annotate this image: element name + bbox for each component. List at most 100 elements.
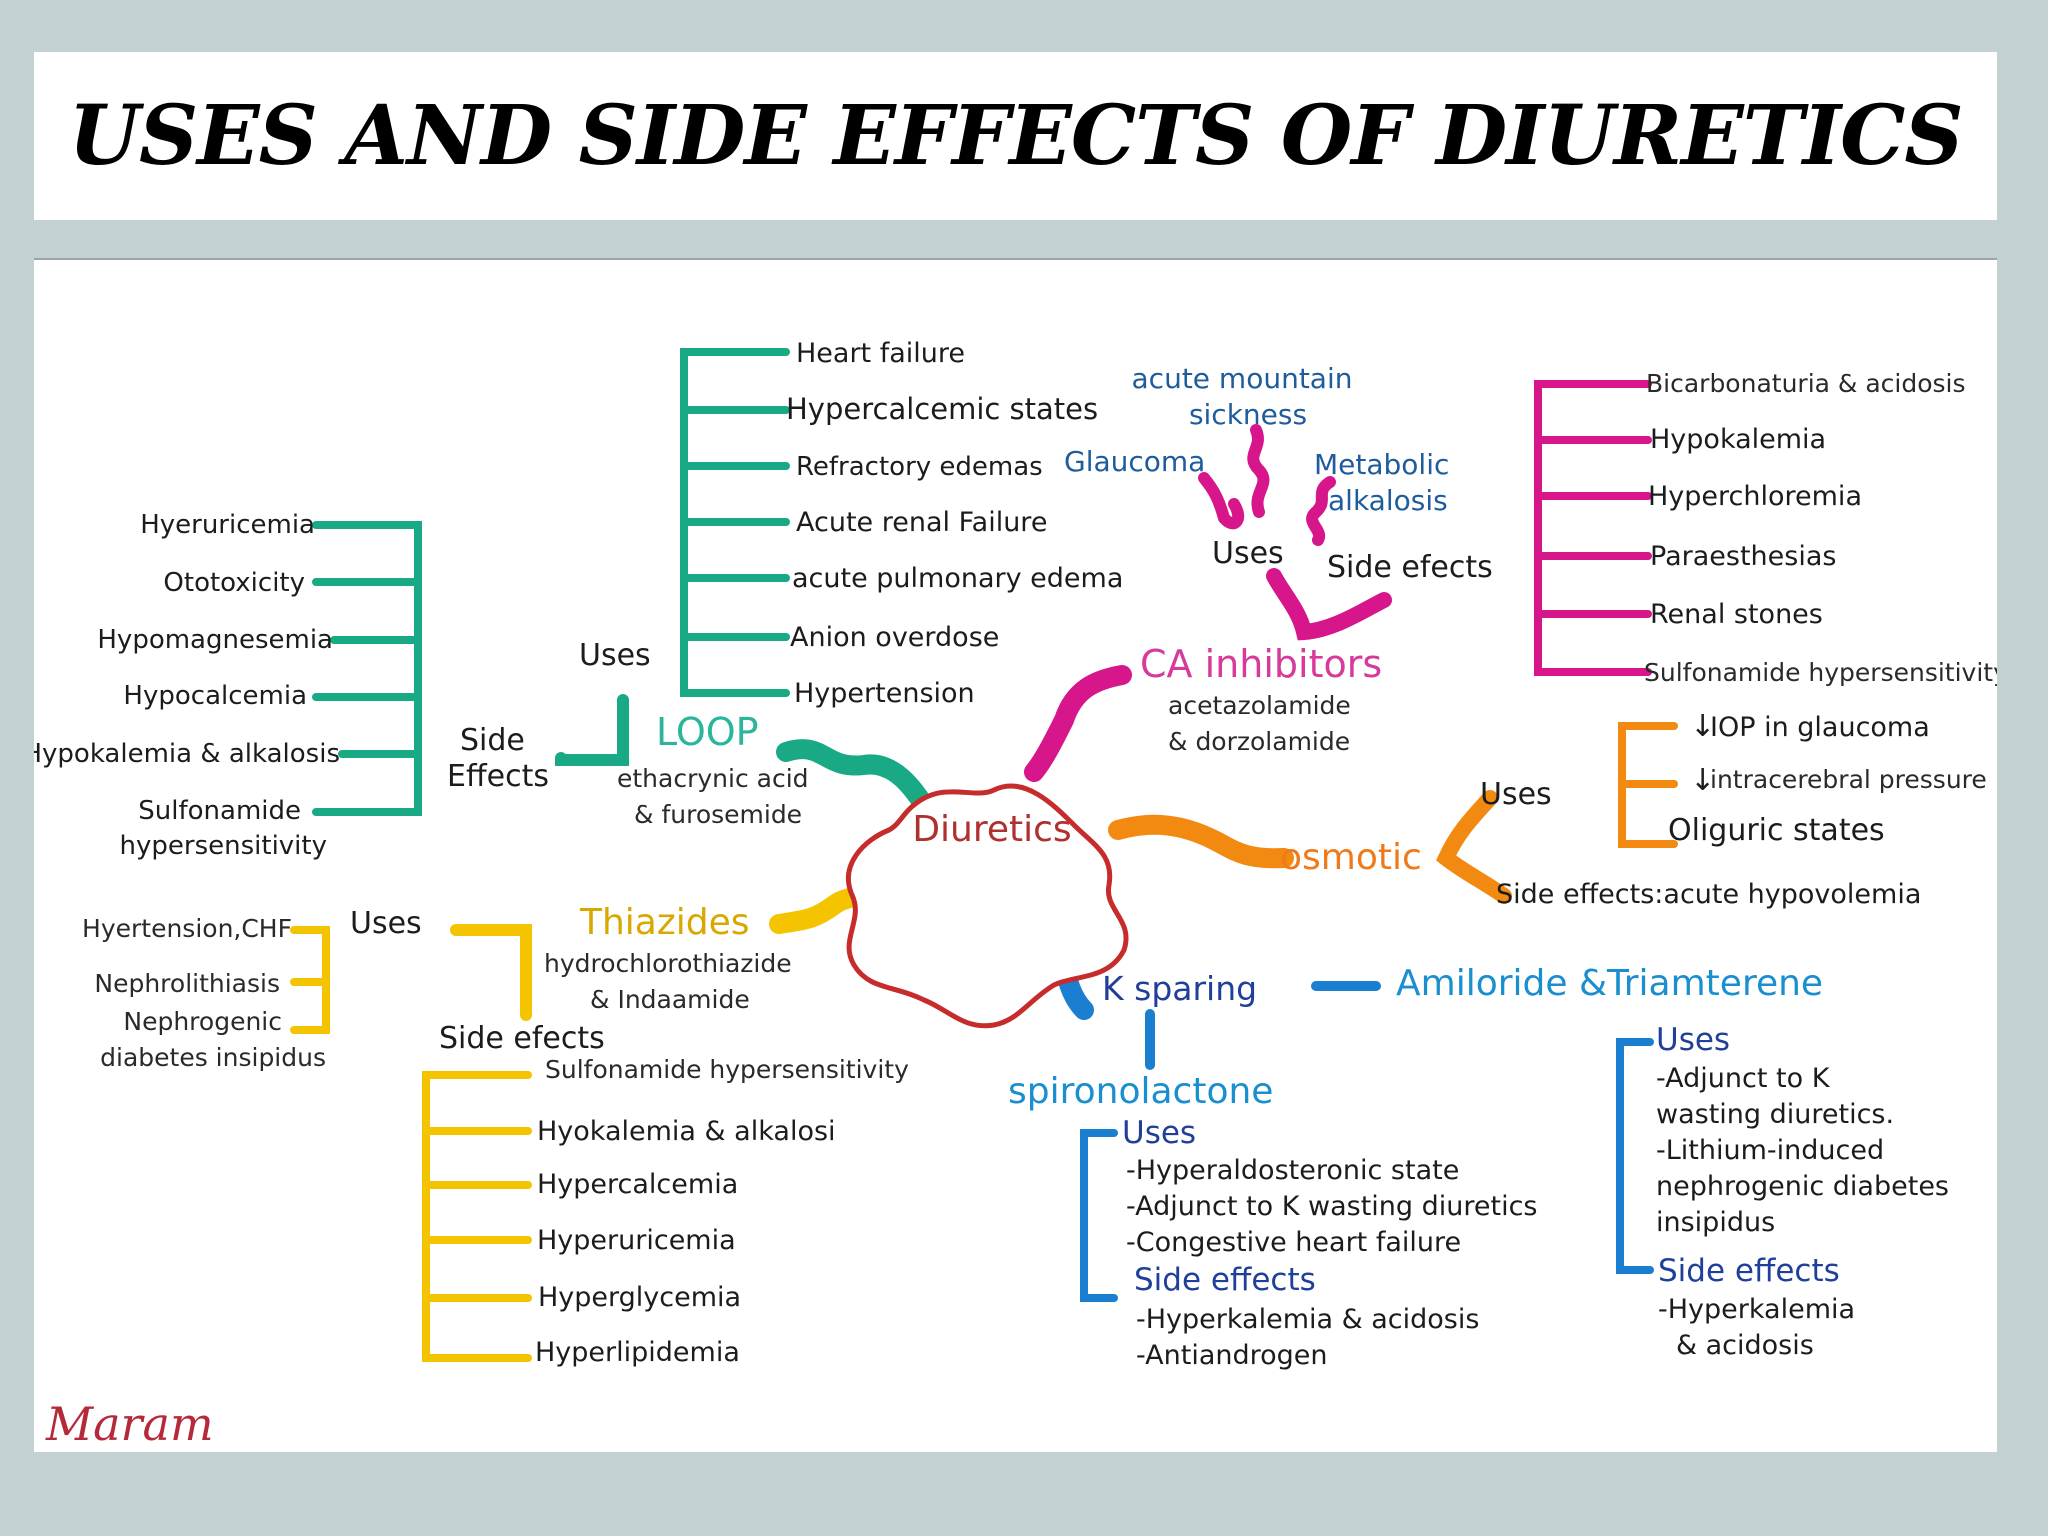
amiloride-use-4: nephrogenic diabetes <box>1656 1171 1949 1202</box>
spironolactone-side-2: -Antiandrogen <box>1136 1340 1328 1371</box>
loop-side-bracket <box>312 521 422 816</box>
thiazides-use-2: Nephrolithiasis <box>94 969 280 998</box>
ca-side-bracket <box>1534 380 1652 676</box>
loop-side-ticks <box>312 578 422 758</box>
amiloride-use-1: -Adjunct to K <box>1656 1063 1831 1094</box>
loop-side-1: Hyeruricemia <box>140 510 315 540</box>
amiloride-use-5: insipidus <box>1656 1207 1775 1238</box>
loop-side-6: Sulfonamide <box>138 796 301 826</box>
osmotic-arrow-1: ↓ <box>1690 709 1715 744</box>
spironolactone-label: spironolactone <box>1008 1071 1273 1112</box>
loop-use-1: Heart failure <box>796 338 965 369</box>
ca-use-2: sickness <box>1189 398 1307 431</box>
loop-side-5: Hypokalemia & alkalosis <box>34 739 340 769</box>
thiazides-uses-label: Uses <box>350 906 422 941</box>
loop-use-7: Hypertension <box>794 678 975 709</box>
ca-use-5: alkalosis <box>1328 484 1448 517</box>
loop-side-3: Hypomagnesemia <box>97 625 333 655</box>
amiloride-side-label: Side effects <box>1658 1253 1840 1289</box>
loop-side-7: hypersensitivity <box>120 831 327 861</box>
loop-use-4: Acute renal Failure <box>796 507 1047 538</box>
loop-use-2: Hypercalcemic states <box>786 392 1098 426</box>
osmotic-fork <box>1436 790 1512 904</box>
thiazides-branch <box>290 884 924 1362</box>
amiloride-use-2: wasting diuretics. <box>1656 1099 1894 1130</box>
loop-use-6: Anion overdose <box>790 622 999 653</box>
loop-use-3: Refractory edemas <box>796 452 1043 482</box>
osmotic-uses-label: Uses <box>1480 777 1552 812</box>
thiazides-connector <box>450 924 532 1021</box>
thiazides-label: Thiazides <box>579 902 750 943</box>
page-title: USES AND SIDE EFFECTS OF DIURETICS <box>68 88 1963 184</box>
title-bar: USES AND SIDE EFFECTS OF DIURETICS <box>34 52 1997 220</box>
thiazides-use-1: Hyertension,CHF <box>82 914 292 943</box>
thiazides-use-3: Nephrogenic <box>123 1007 282 1036</box>
osmotic-use-3: Oliguric states <box>1668 813 1885 848</box>
spironolactone-bracket <box>1080 1129 1118 1302</box>
loop-uses-label: Uses <box>579 638 651 673</box>
ca-uses-squiggle-2 <box>1247 424 1270 518</box>
loop-drug-1: ethacrynic acid <box>617 764 809 793</box>
loop-label: LOOP <box>656 710 759 754</box>
mind-map-panel: Diuretics Heart failure Hypercalcemic st… <box>34 258 1997 1452</box>
loop-side-label-1: Side <box>460 723 525 758</box>
amiloride-use-3: -Lithium-induced <box>1656 1135 1884 1166</box>
thiazides-side-3: Hypercalcemia <box>537 1169 738 1200</box>
osmotic-use-2: intracerebral pressure <box>1710 765 1987 794</box>
thiazides-side-ticks <box>422 1127 532 1302</box>
thiazides-side-bracket <box>422 1071 532 1362</box>
loop-use-5: acute pulmonary edema <box>792 563 1123 594</box>
osmotic-branch <box>1108 722 1678 904</box>
loop-uses-ticks <box>680 406 790 641</box>
ca-uses-squiggle-3 <box>1306 476 1336 546</box>
amiloride-side-2: & acidosis <box>1676 1330 1814 1361</box>
ca-uses-squiggle-1 <box>1198 472 1245 530</box>
ca-side-3: Hyperchloremia <box>1648 481 1862 512</box>
ca-use-4: Metabolic <box>1314 448 1449 481</box>
ca-uses-label: Uses <box>1212 536 1284 571</box>
ca-drug-2: & dorzolamide <box>1168 727 1350 756</box>
spironolactone-use-3: -Congestive heart failure <box>1126 1227 1461 1258</box>
ca-side-6: Sulfonamide hypersensitivity <box>1644 658 1997 687</box>
ca-side-2: Hypokalemia <box>1650 424 1826 455</box>
amiloride-label: Amiloride &Triamterene <box>1396 963 1823 1004</box>
spironolactone-use-2: -Adjunct to K wasting diuretics <box>1126 1191 1538 1222</box>
ca-side-4: Paraesthesias <box>1650 541 1836 572</box>
ca-inhibitors-label: CA inhibitors <box>1140 642 1382 686</box>
ca-side-1: Bicarbonaturia & acidosis <box>1646 369 1966 398</box>
ca-side-ticks <box>1534 436 1652 618</box>
osmotic-label: osmotic <box>1280 837 1422 878</box>
spironolactone-side-1: -Hyperkalemia & acidosis <box>1136 1304 1479 1335</box>
thiazides-side-6: Hyperlipidemia <box>535 1337 740 1368</box>
diuretics-mind-map: Diuretics Heart failure Hypercalcemic st… <box>34 338 1997 1451</box>
thiazides-side-2: Hyokalemia & alkalosi <box>537 1116 836 1147</box>
thiazides-drug-2: & Indaamide <box>590 985 750 1014</box>
thiazides-side-5: Hyperglycemia <box>538 1282 741 1313</box>
ca-use-1: acute mountain <box>1132 362 1353 395</box>
loop-stem <box>776 739 934 815</box>
loop-branch <box>312 348 934 816</box>
ca-use-3: Glaucoma <box>1064 445 1205 478</box>
author-signature: Maram <box>45 1397 214 1451</box>
ca-side-squiggle <box>1266 568 1392 641</box>
k-sparing-label: K sparing <box>1102 969 1257 1008</box>
loop-side-4: Hypocalcemia <box>123 681 307 711</box>
ca-side-label: Side efects <box>1327 550 1493 585</box>
amiloride-side-1: -Hyperkalemia <box>1658 1294 1855 1325</box>
thiazides-drug-1: hydrochlorothiazide <box>544 949 792 978</box>
ca-inhibitors-branch <box>1024 380 1652 782</box>
thiazides-side-1: Sulfonamide hypersensitivity <box>545 1055 909 1084</box>
thiazides-side-4: Hyperuricemia <box>537 1225 736 1256</box>
spironolactone-uses-label: Uses <box>1122 1115 1196 1151</box>
spironolactone-side-label: Side effects <box>1134 1262 1316 1298</box>
loop-side-label-2: Effects <box>447 759 549 794</box>
osmotic-use-1: IOP in glaucoma <box>1710 712 1930 743</box>
loop-connector <box>555 694 629 766</box>
diuretics-center-blob <box>845 783 1129 1029</box>
spironolactone-use-1: -Hyperaldosteronic state <box>1126 1155 1459 1186</box>
thiazides-use-4: diabetes insipidus <box>100 1043 326 1072</box>
loop-side-2: Ototoxicity <box>163 568 305 598</box>
ca-side-5: Renal stones <box>1650 599 1823 630</box>
ca-stem <box>1024 665 1132 782</box>
amiloride-uses-label: Uses <box>1656 1022 1730 1058</box>
